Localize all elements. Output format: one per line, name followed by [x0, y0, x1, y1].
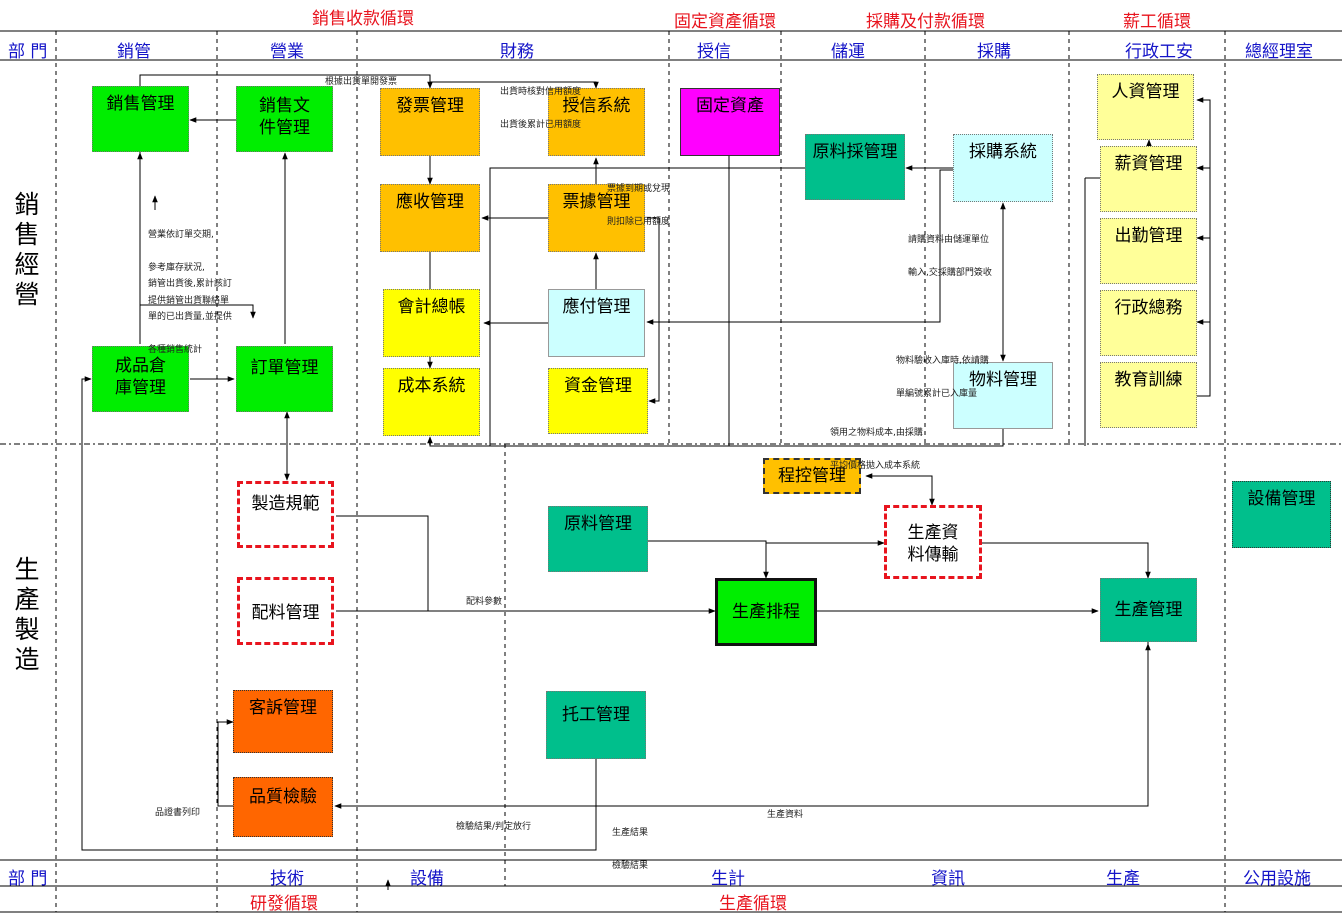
- module-mfg-spec[interactable]: 製造規範: [237, 481, 334, 548]
- note-line: 物料驗收入庫時,依請購: [896, 356, 989, 366]
- note-sales-statistics: 銷管出貨後,累計該訂 單的已出貨量,並提供 各種銷售統計: [148, 257, 232, 367]
- note-line: 檢驗結果: [612, 861, 649, 871]
- dept-admin-safety: 行政工安: [1125, 42, 1193, 62]
- note-production-inspection-results: 生產結果 檢驗結果: [612, 806, 648, 883]
- dept-credit: 授信: [697, 42, 731, 62]
- module-notes[interactable]: 票據管理: [548, 184, 645, 252]
- module-hr[interactable]: 人資管理: [1097, 74, 1194, 140]
- module-order[interactable]: 訂單管理: [236, 346, 333, 412]
- cycle-sales-collection: 銷售收款循環: [312, 9, 414, 29]
- module-admin-affairs[interactable]: 行政總務: [1100, 290, 1197, 356]
- dept-sales-admin: 銷管: [117, 42, 151, 62]
- module-receivable[interactable]: 應收管理: [380, 184, 480, 252]
- dept-purchasing: 採購: [977, 42, 1011, 62]
- note-line: 單的已出貨量,並提供: [148, 312, 232, 322]
- cycle-production: 生產循環: [719, 894, 787, 914]
- module-fixed-assets[interactable]: 固定資產: [680, 88, 780, 156]
- dept-utilities: 公用設施: [1243, 869, 1311, 889]
- module-batching[interactable]: 配料管理: [237, 577, 334, 645]
- note-line: 銷管出貨後,累計該訂: [148, 279, 232, 289]
- note-production-data: 生產資料: [767, 810, 804, 820]
- module-payable[interactable]: 應付管理: [548, 289, 645, 357]
- note-batching-params: 配料參數: [466, 597, 503, 607]
- dept-business: 營業: [270, 42, 304, 62]
- module-invoice[interactable]: 發票管理: [380, 88, 480, 156]
- module-cost[interactable]: 成本系統: [383, 368, 480, 436]
- module-purchase-system[interactable]: 採購系統: [953, 134, 1053, 202]
- cycle-fixed-assets: 固定資產循環: [674, 12, 776, 32]
- module-accounting[interactable]: 會計總帳: [383, 289, 480, 357]
- note-line: 單編號累計已入庫量: [896, 389, 978, 399]
- module-equipment[interactable]: 設備管理: [1232, 481, 1331, 548]
- module-scheduling[interactable]: 生產排程: [715, 578, 817, 646]
- dept-it: 資訊: [931, 869, 965, 889]
- note-line: 出貨時核對信用額度: [500, 87, 582, 97]
- dept-finance: 財務: [500, 42, 534, 62]
- module-prod-data-transfer[interactable]: 生產資料傳輸: [884, 505, 982, 579]
- note-material-receipt: 物料驗收入庫時,依請購 單編號累計已入庫量: [896, 334, 989, 411]
- note-line: 營業依訂單交期,: [148, 230, 214, 240]
- dept-header-label: 部 門: [8, 42, 48, 62]
- module-complaint[interactable]: 客訴管理: [233, 690, 333, 753]
- module-training[interactable]: 教育訓練: [1100, 362, 1197, 428]
- dept-technology: 技術: [270, 869, 304, 889]
- module-sales-mgmt[interactable]: 銷售管理: [92, 86, 189, 152]
- dept-production-planning: 生計: [711, 869, 745, 889]
- note-credit-check: 出貨時核對信用額度 出貨後累計已用額度: [500, 65, 581, 142]
- note-inspection-release: 檢驗結果/判定放行: [456, 822, 532, 832]
- module-process-control[interactable]: 程控管理: [763, 458, 861, 494]
- note-line: 平均價格拋入成本系統: [830, 461, 921, 471]
- note-material-cost: 領用之物料成本,由採購 平均價格拋入成本系統: [830, 406, 923, 483]
- dept-logistics: 儲運: [831, 42, 865, 62]
- dept-footer-label: 部 門: [8, 869, 48, 889]
- note-line: 則扣除已用額度: [607, 217, 671, 227]
- note-delivery-contact: 營業依訂單交期, 參考庫存狀況, 提供銷管出貨聯絡單: [148, 208, 229, 318]
- section-sales-operations: 銷售經營: [14, 190, 40, 309]
- module-fg-warehouse[interactable]: 成品倉庫管理: [92, 346, 189, 412]
- note-invoice-by-shipment: 根據出貨單開發票: [325, 77, 398, 87]
- cycle-rnd: 研發循環: [250, 894, 318, 914]
- module-outsourcing[interactable]: 托工管理: [546, 691, 646, 759]
- note-line: 領用之物料成本,由採購: [830, 428, 923, 438]
- note-line: 出貨後累計已用額度: [500, 120, 582, 130]
- note-line: 各種銷售統計: [148, 345, 203, 355]
- module-production-mgmt[interactable]: 生產管理: [1100, 578, 1197, 642]
- note-line: 生產結果: [612, 828, 649, 838]
- module-funds[interactable]: 資金管理: [548, 368, 648, 434]
- note-line: 參考庫存狀況,: [148, 263, 205, 273]
- module-sales-docs[interactable]: 銷售文件管理: [236, 86, 333, 152]
- note-notes-maturity: 票據到期或兌現 則扣除已用額度: [607, 162, 670, 239]
- cycle-purchase-payment: 採購及付款循環: [866, 12, 985, 32]
- module-raw-purchase[interactable]: 原料採管理: [805, 134, 905, 200]
- module-attendance[interactable]: 出勤管理: [1100, 218, 1197, 284]
- module-raw-mgmt[interactable]: 原料管理: [548, 506, 648, 572]
- dept-production: 生產: [1106, 869, 1140, 889]
- note-line: 輸入,交採購部門簽收: [908, 268, 992, 278]
- note-certificate-print: 品證書列印: [155, 808, 201, 818]
- dept-gm-office: 總經理室: [1245, 42, 1313, 62]
- module-salary[interactable]: 薪資管理: [1100, 146, 1197, 212]
- cycle-payroll: 薪工循環: [1123, 12, 1191, 32]
- note-purchase-request: 請購資料由儲運單位 輸入,交採購部門簽收: [908, 213, 992, 290]
- module-material[interactable]: 物料管理: [953, 362, 1053, 429]
- note-line: 提供銷管出貨聯絡單: [148, 296, 230, 306]
- note-line: 請購資料由儲運單位: [908, 235, 990, 245]
- dept-equipment: 設備: [410, 869, 444, 889]
- section-manufacturing: 生產製造: [14, 555, 40, 674]
- module-credit[interactable]: 授信系統: [548, 88, 645, 156]
- note-line: 票據到期或兌現: [607, 184, 671, 194]
- module-quality-inspection[interactable]: 品質檢驗: [233, 777, 333, 837]
